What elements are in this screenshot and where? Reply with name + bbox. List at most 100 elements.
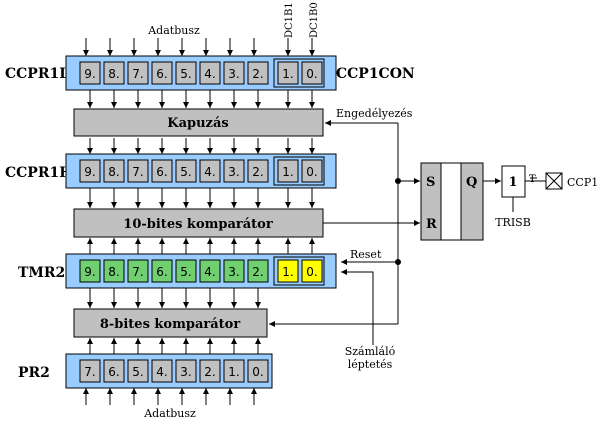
bit-label: 9. (84, 265, 95, 279)
bit-label: 4. (204, 165, 215, 179)
bit-label: 7. (132, 67, 143, 81)
ccp1-label: CCP1 (567, 176, 598, 189)
bit-label: 2. (252, 165, 263, 179)
bit-label: 1. (228, 365, 239, 379)
bit-cell (175, 259, 197, 283)
comparator-10bit-block: 10-bites komparátor (73, 208, 324, 238)
bit-label: 8. (108, 67, 119, 81)
bit-cell (103, 359, 125, 383)
bit-label: 0. (306, 67, 317, 81)
bit-label: 0. (306, 265, 317, 279)
low-bits-frame (273, 256, 325, 286)
bottom-bus-arrows (83, 388, 257, 405)
bit-cell (247, 259, 269, 283)
dc1b1-label: DC1B1 (284, 2, 295, 38)
bit-label: 6. (156, 67, 167, 81)
bit-cell (79, 61, 101, 85)
bit-label: 6. (156, 165, 167, 179)
latch-q-text: Q (466, 175, 477, 190)
ccp1-pin-icon (545, 172, 563, 190)
bit-label: 4. (204, 265, 215, 279)
bit-cell (103, 159, 125, 183)
bit-label: 3. (228, 67, 239, 81)
comparator-10bit-text: 10-bites komparátor (123, 217, 273, 232)
bit-cell (223, 159, 245, 183)
bit-cell (247, 359, 269, 383)
pr2-label: PR2 (18, 365, 50, 381)
engedelyezes-label: Engedélyezés (336, 107, 413, 120)
bit-cell (277, 159, 299, 183)
kapuzas-text: Kapuzás (167, 116, 228, 131)
bit-cell (199, 259, 221, 283)
szamlalo-label: Számláló (345, 345, 396, 358)
ccpr1l-label: CCPR1L (5, 66, 69, 82)
leptetes-label: léptetés (348, 358, 393, 371)
bit-cell (175, 61, 197, 85)
bit-cell (223, 259, 245, 283)
bit-cell (277, 259, 299, 283)
bit-label: 6. (156, 265, 167, 279)
tmr2-to-comparator8-arrows (87, 288, 261, 308)
comparator-8bit-block: 8-bites komparátor (73, 308, 268, 338)
bit-cell (103, 61, 125, 85)
bit-label: 0. (306, 165, 317, 179)
tmr2-to-comparator10-arrows (87, 238, 315, 254)
tmr2-register: 9. 8. 7. 6. 5. 4. 3. 2. 1. 0. (65, 253, 337, 289)
ccpr1l-register: 9. 8. 7. 6. 5. 4. 3. 2. 1. 0. (65, 55, 337, 91)
bit-label: 4. (156, 365, 167, 379)
bit-cell (151, 259, 173, 283)
bit-label: 1. (282, 265, 293, 279)
latch-s-text: S (426, 175, 435, 190)
bit-cell (127, 359, 149, 383)
bit-cell (247, 159, 269, 183)
junction-dot-reset (395, 259, 401, 265)
bit-label: 7. (132, 265, 143, 279)
trisb-label: TRISB (495, 216, 531, 229)
bit-label: 8. (108, 265, 119, 279)
bit-label: 7. (132, 165, 143, 179)
bit-cell (199, 359, 221, 383)
bit-label: 3. (228, 165, 239, 179)
latch-r-text: R (426, 217, 437, 232)
bit-cell (199, 61, 221, 85)
bit-cell (301, 159, 323, 183)
kapuzas-block: Kapuzás (73, 108, 324, 137)
output-buffer: 1 (501, 165, 526, 198)
adatbusz-top-label: Adatbusz (147, 24, 200, 37)
bit-label: 3. (228, 265, 239, 279)
bit-label: 1. (282, 165, 293, 179)
bit-label: 4. (204, 67, 215, 81)
pr2-register: 7.6.5.4.3.2.1.0. (65, 353, 273, 389)
tmr2-label: TMR2 (18, 265, 65, 281)
bit-label: 5. (180, 67, 191, 81)
bit-label: 2. (252, 265, 263, 279)
bit-cell (151, 61, 173, 85)
bit-label: 9. (84, 67, 95, 81)
bit-label: 1. (282, 67, 293, 81)
bit-label: 8. (108, 165, 119, 179)
bit-cell (277, 61, 299, 85)
ccpr1l-to-kapuzas-arrows (87, 90, 315, 108)
control-wiring (269, 120, 546, 345)
reset-label: Reset (350, 248, 382, 261)
bit-cell (223, 61, 245, 85)
comparator-8bit-text: 8-bites komparátor (100, 317, 240, 332)
bit-cell (151, 359, 173, 383)
ccpr1h-label: CCPR1H (5, 165, 72, 181)
bit-cell (79, 359, 101, 383)
bit-label: 5. (180, 165, 191, 179)
bit-cell (151, 159, 173, 183)
bit-cell (79, 159, 101, 183)
top-bus-arrows (83, 38, 315, 56)
bit-label: 2. (252, 67, 263, 81)
bit-cell (127, 259, 149, 283)
low-bits-frame (273, 58, 325, 88)
bit-cell (223, 359, 245, 383)
sr-latch: S R Q (420, 162, 484, 241)
ccp1con-label: CCP1CON (336, 66, 415, 82)
bit-label: 7. (84, 365, 95, 379)
bit-label: 3. (180, 365, 191, 379)
bit-label: 5. (180, 265, 191, 279)
bit-cell (247, 61, 269, 85)
